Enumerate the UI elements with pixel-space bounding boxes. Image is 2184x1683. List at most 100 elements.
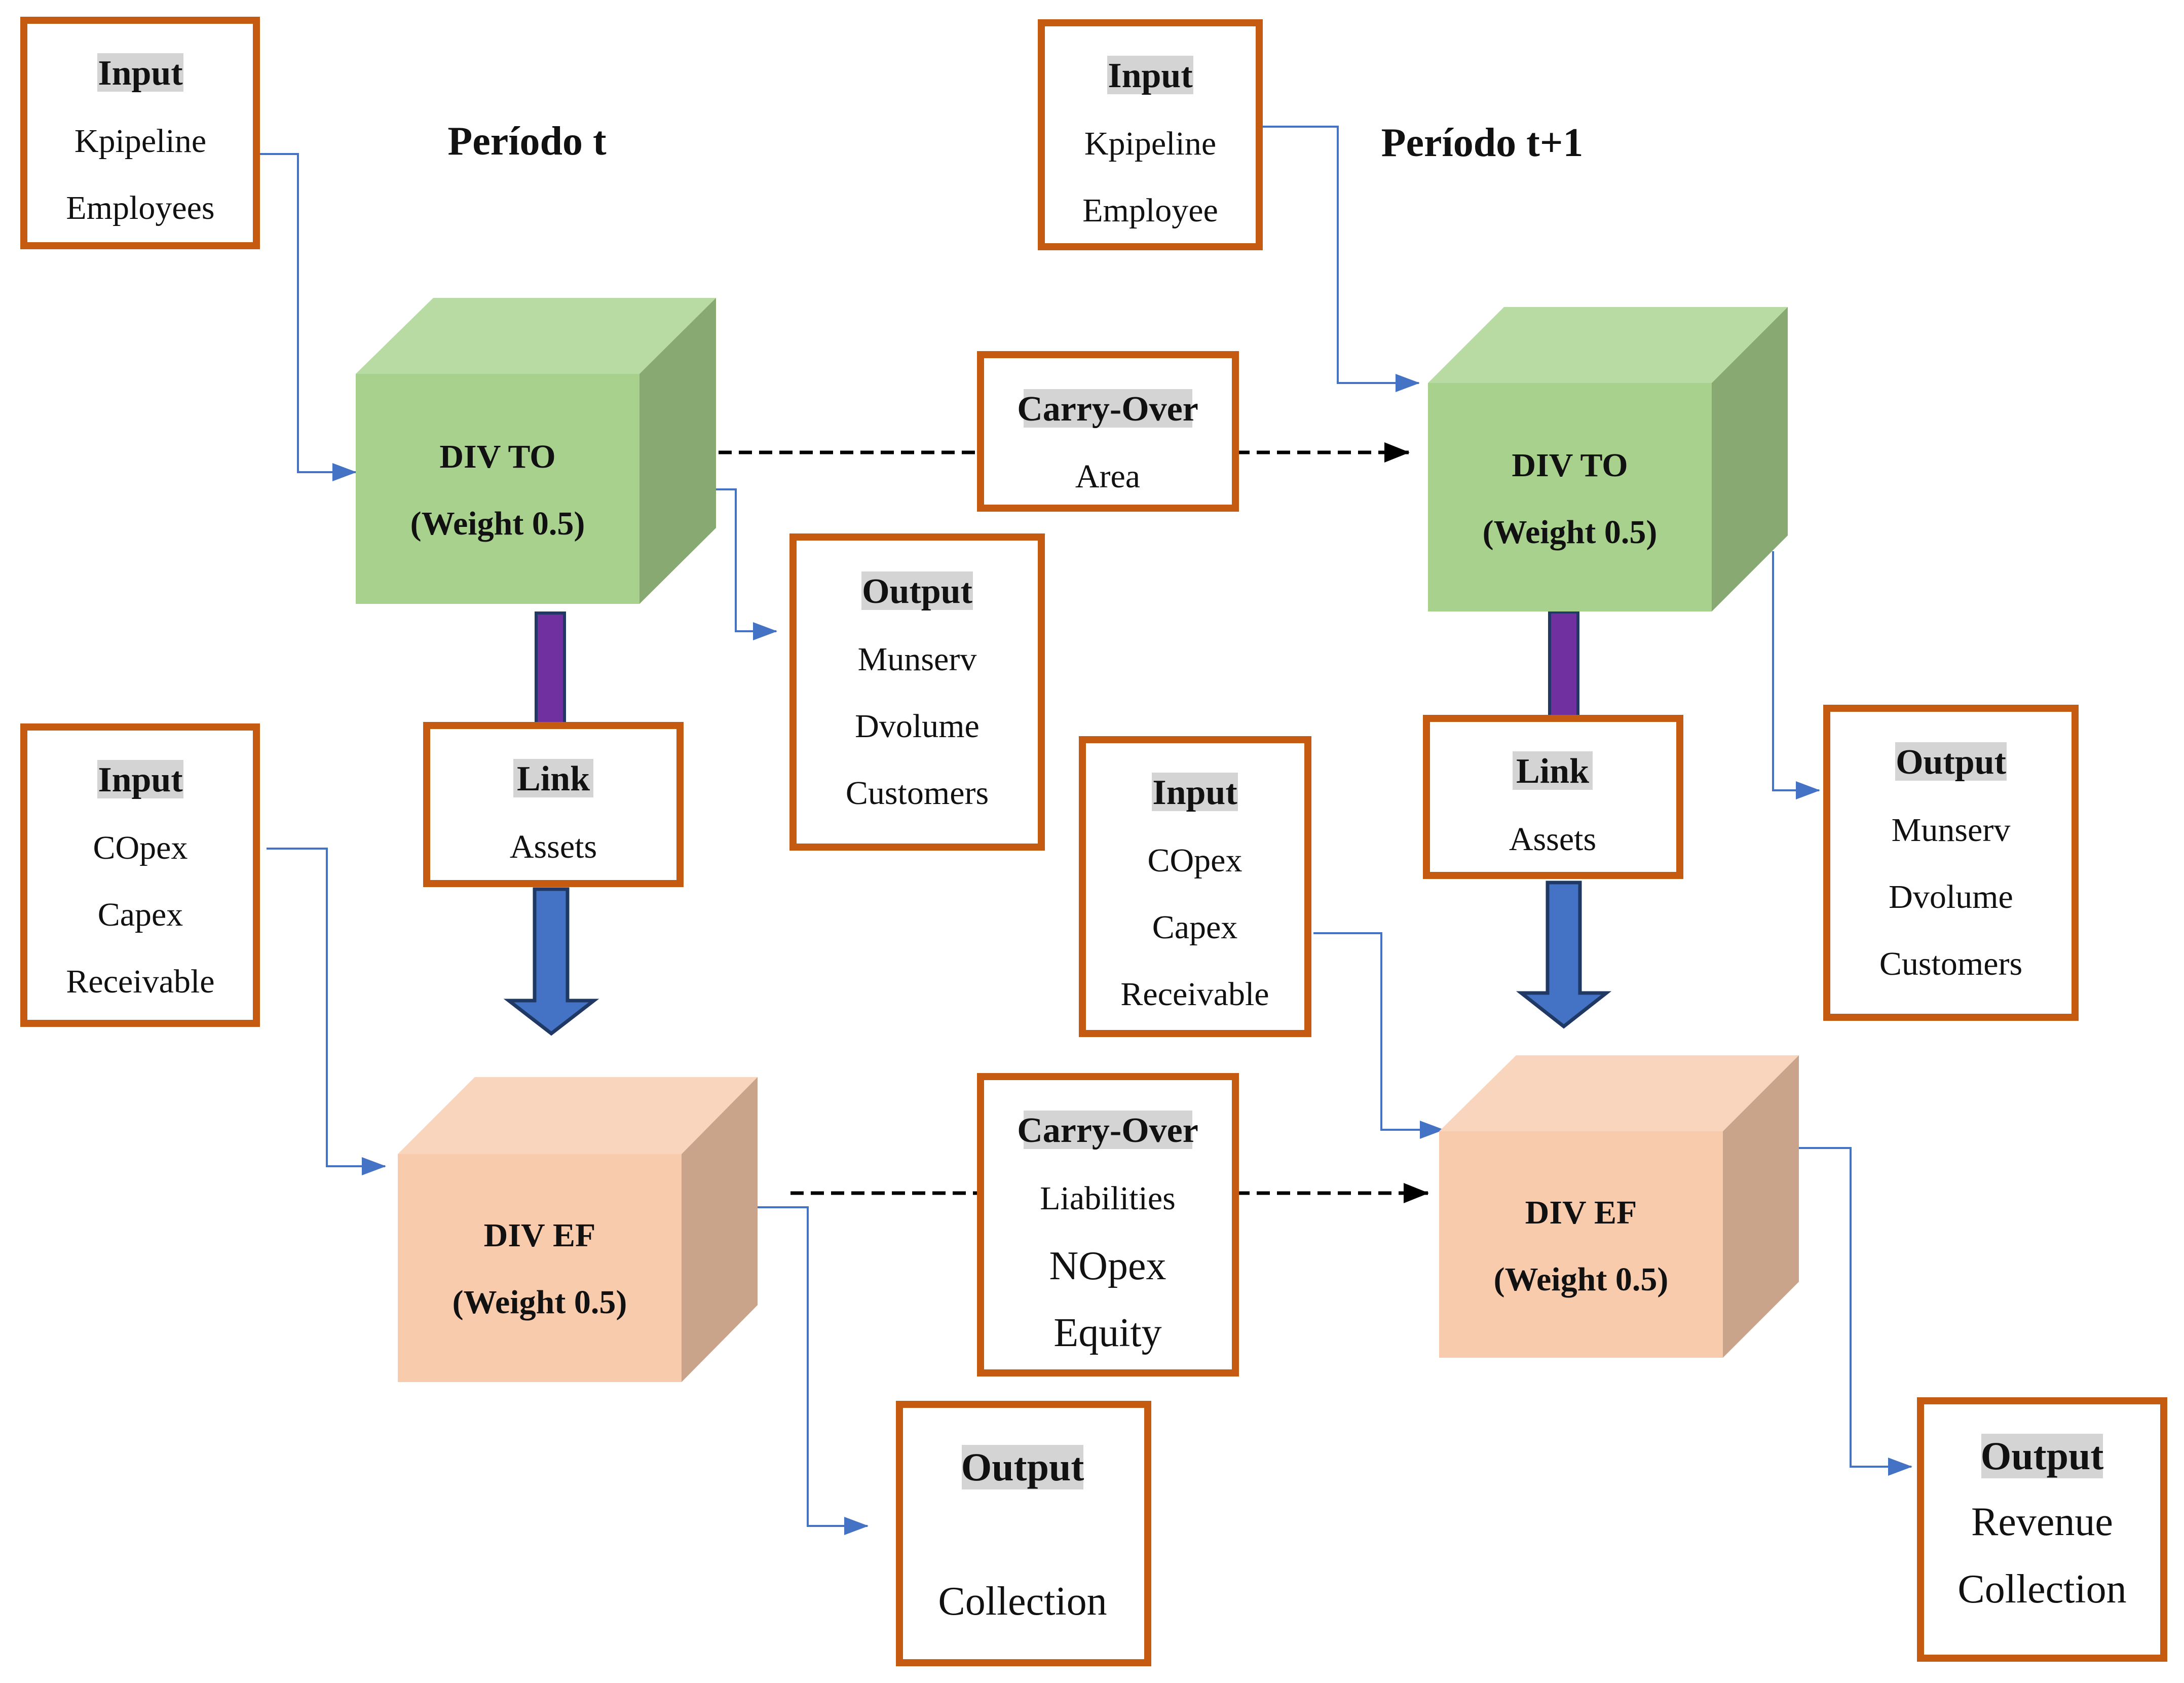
box-output-to-t1: Output Munserv Dvolume Customers xyxy=(1823,705,2079,1021)
link-bar-t xyxy=(535,611,566,727)
box-header: Link xyxy=(517,759,590,798)
box-header: Input xyxy=(98,760,182,799)
cube-front-face xyxy=(398,1154,682,1382)
box-item: Assets xyxy=(510,828,597,865)
box-header: Output xyxy=(961,1445,1084,1489)
box-link-t: Link Assets xyxy=(423,722,684,887)
box-header: Input xyxy=(1152,773,1237,812)
cube-side-face xyxy=(639,298,716,604)
box-header: Input xyxy=(98,54,182,93)
cube-div-ef-t: DIV EF (Weight 0.5) xyxy=(398,1077,758,1382)
box-item: COpex xyxy=(93,829,188,866)
box-input-to-t: Input Kpipeline Employees xyxy=(20,17,260,249)
connector-div-to-t1-to-output xyxy=(1772,551,1820,799)
box-output-ef-t: Output Collection xyxy=(896,1401,1151,1666)
box-item: Dvolume xyxy=(855,708,980,745)
cube-weight: (Weight 0.5) xyxy=(1494,1261,1669,1298)
box-item: Customers xyxy=(846,775,989,812)
box-item: NOpex xyxy=(1049,1244,1166,1288)
box-header: Output xyxy=(1981,1434,2104,1478)
cube-weight: (Weight 0.5) xyxy=(1483,514,1658,551)
header-highlight xyxy=(97,760,183,798)
box-frame xyxy=(1423,715,1683,879)
period-t-title: Período t xyxy=(447,119,607,164)
cube-title: DIV TO xyxy=(1512,447,1628,484)
cube-title: DIV TO xyxy=(439,438,555,475)
cube-title: DIV EF xyxy=(484,1217,596,1254)
link-arrow-t xyxy=(503,887,599,1036)
box-item: Employee xyxy=(1082,192,1218,229)
box-header: Output xyxy=(862,572,972,611)
link-bars xyxy=(503,610,1612,1036)
box-output-to-t: Output Munserv Dvolume Customers xyxy=(789,533,1045,851)
box-header: Input xyxy=(1108,56,1192,95)
connector-input-to-div-ef-t xyxy=(267,848,386,1175)
box-item: Area xyxy=(1075,458,1140,495)
connector-input-to-div-to-t xyxy=(256,153,357,481)
header-highlight xyxy=(1107,56,1193,94)
box-link-t1: Link Assets xyxy=(1423,715,1683,879)
box-input-ef-t: Input COpex Capex Receivable xyxy=(20,723,260,1027)
box-item: Receivable xyxy=(1120,976,1269,1013)
cube-side-face xyxy=(682,1077,758,1382)
cube-front-face xyxy=(1439,1131,1723,1358)
cube-top-face xyxy=(356,298,716,374)
box-item: Revenue xyxy=(1971,1500,2113,1544)
cube-top-face xyxy=(398,1077,758,1154)
box-item: Capex xyxy=(98,896,183,933)
header-highlight xyxy=(1895,742,2007,781)
box-carry-over-to: Carry-Over Area xyxy=(977,351,1239,512)
cube-weight: (Weight 0.5) xyxy=(410,505,585,542)
box-carry-over-ef: Carry-Over Liabilities NOpex Equity xyxy=(977,1073,1239,1376)
box-header: Carry-Over xyxy=(1017,1111,1198,1150)
connectors xyxy=(256,126,1912,1535)
box-output-ef-t1: Output Revenue Collection xyxy=(1917,1397,2167,1662)
cube-div-to-t1: DIV TO (Weight 0.5) xyxy=(1428,307,1788,611)
cube-title: DIV EF xyxy=(1525,1194,1637,1231)
link-bar-t1 xyxy=(1548,610,1579,719)
cube-div-ef-t1: DIV EF (Weight 0.5) xyxy=(1439,1055,1799,1358)
box-frame xyxy=(896,1401,1151,1666)
carry-over-arrows xyxy=(719,442,1429,1203)
cube-front-face xyxy=(356,374,639,604)
cube-top-face xyxy=(1428,307,1788,383)
box-item: Munserv xyxy=(1892,812,2011,849)
box-item: Collection xyxy=(1957,1567,2126,1612)
box-item: Assets xyxy=(1509,821,1596,858)
header-highlight xyxy=(1024,389,1192,428)
cube-side-face xyxy=(1723,1055,1799,1358)
header-highlight xyxy=(861,571,973,610)
header-highlight xyxy=(97,53,183,92)
box-frame xyxy=(423,722,684,887)
period-t1-title: Período t+1 xyxy=(1381,121,1584,165)
connector-div-to-t-to-output xyxy=(716,488,777,640)
header-highlight xyxy=(1024,1111,1192,1149)
header-highlight xyxy=(1513,751,1593,790)
link-arrow-t1 xyxy=(1516,881,1612,1029)
box-item: Employees xyxy=(66,189,214,226)
connector-input-to-div-ef-t1 xyxy=(1313,932,1444,1139)
cube-side-face xyxy=(1712,307,1788,611)
box-input-ef-t1: Input COpex Capex Receivable xyxy=(1079,736,1311,1037)
box-item: Kpipeline xyxy=(1084,125,1216,162)
box-item: Receivable xyxy=(66,963,214,1000)
box-frame xyxy=(977,351,1239,512)
header-highlight xyxy=(1981,1434,2103,1478)
box-input-to-t1: Input Kpipeline Employee xyxy=(1038,19,1263,250)
cube-top-face xyxy=(1439,1055,1799,1131)
header-highlight xyxy=(962,1445,1083,1489)
cube-front-face xyxy=(1428,383,1712,611)
connector-input-to-div-to-t1 xyxy=(1257,126,1420,392)
connector-div-ef-t-to-output xyxy=(750,1206,869,1535)
box-item: Customers xyxy=(1879,945,2022,982)
cube-div-to-t: DIV TO (Weight 0.5) xyxy=(356,298,716,604)
box-item: Liabilities xyxy=(1040,1180,1176,1217)
box-item: Collection xyxy=(938,1579,1107,1624)
box-item: Dvolume xyxy=(1889,878,2013,915)
header-highlight xyxy=(1152,773,1238,811)
connector-div-ef-t1-to-output xyxy=(1790,1147,1912,1476)
box-item: Equity xyxy=(1053,1311,1161,1355)
box-item: Capex xyxy=(1152,909,1238,946)
box-item: Kpipeline xyxy=(74,123,206,160)
